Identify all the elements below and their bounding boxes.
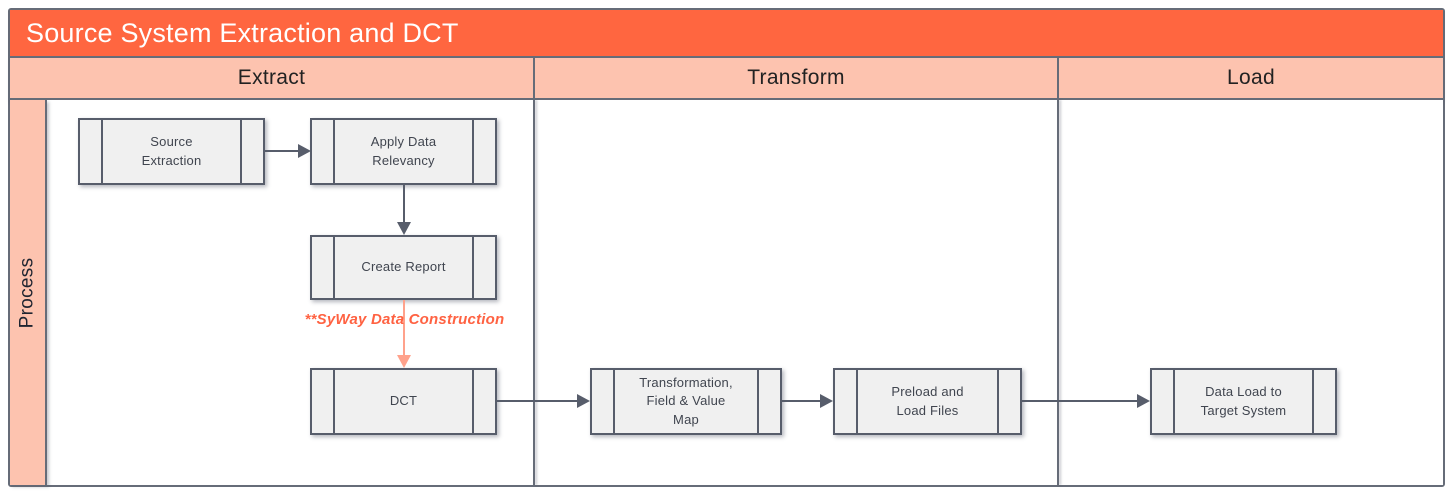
- lane-header-load: Load: [1059, 58, 1443, 98]
- arrowhead-down-icon: [397, 222, 411, 235]
- node-source-extraction-label: Source Extraction: [141, 134, 202, 168]
- predefined-process-bar: [472, 120, 474, 183]
- node-apply-data-relevancy-label: Apply Data Relevancy: [370, 134, 437, 168]
- predefined-process-bar: [1312, 370, 1314, 433]
- node-transformation-field-value-map: Transformation, Field & Value Map: [590, 368, 782, 435]
- predefined-process-bar: [240, 120, 242, 183]
- diagram-title: Source System Extraction and DCT: [26, 17, 459, 48]
- predefined-process-bar: [1173, 370, 1175, 433]
- predefined-process-bar: [333, 237, 335, 298]
- node-preload-and-load-files: Preload and Load Files: [833, 368, 1022, 435]
- predefined-process-bar: [856, 370, 858, 433]
- diagram-body: Process Source Extraction Apply Data Rel…: [10, 100, 1443, 485]
- arrow-dct-to-transformation: [497, 400, 579, 402]
- arrow-apply-data-relevancy-to-create-report: [403, 185, 405, 224]
- predefined-process-bar: [333, 370, 335, 433]
- swimlane-diagram: Source System Extraction and DCT Extract…: [8, 8, 1445, 487]
- lane-header-extract: Extract: [10, 58, 535, 98]
- lane-header-transform-label: Transform: [747, 66, 845, 89]
- lane-divider-extract-transform: [533, 100, 535, 485]
- arrow-transformation-to-preload: [782, 400, 822, 402]
- node-source-extraction: Source Extraction: [78, 118, 265, 185]
- node-apply-data-relevancy: Apply Data Relevancy: [310, 118, 497, 185]
- predefined-process-bar: [101, 120, 103, 183]
- arrowhead-right-icon: [1137, 394, 1150, 408]
- predefined-process-bar: [472, 370, 474, 433]
- process-row-label: Process: [16, 257, 38, 328]
- lane-header-transform: Transform: [535, 58, 1059, 98]
- arrowhead-right-icon: [577, 394, 590, 408]
- node-preload-and-load-files-label: Preload and Load Files: [891, 384, 964, 418]
- arrowhead-right-icon: [820, 394, 833, 408]
- arrow-source-extraction-to-apply-data-relevancy: [265, 150, 301, 152]
- lane-header-extract-label: Extract: [237, 66, 306, 89]
- arrow-create-report-to-dct: [403, 300, 405, 356]
- lane-header-load-label: Load: [1227, 66, 1275, 89]
- node-data-load-to-target-system-label: Data Load to Target System: [1200, 384, 1287, 418]
- predefined-process-bar: [333, 120, 335, 183]
- node-dct-label: DCT: [389, 393, 418, 409]
- arrowhead-down-salmon-icon: [397, 355, 411, 368]
- process-row-header: Process: [10, 100, 47, 485]
- syway-annotation: **SyWay Data Construction: [304, 311, 505, 328]
- diagram-title-bar: Source System Extraction and DCT: [10, 10, 1443, 58]
- predefined-process-bar: [613, 370, 615, 433]
- arrowhead-right-icon: [298, 144, 311, 158]
- predefined-process-bar: [757, 370, 759, 433]
- arrow-preload-to-data-load: [1022, 400, 1139, 402]
- predefined-process-bar: [997, 370, 999, 433]
- node-data-load-to-target-system: Data Load to Target System: [1150, 368, 1337, 435]
- node-create-report: Create Report: [310, 235, 497, 300]
- lane-divider-transform-load: [1057, 100, 1059, 485]
- predefined-process-bar: [472, 237, 474, 298]
- node-transformation-field-value-map-label: Transformation, Field & Value Map: [639, 375, 733, 427]
- node-create-report-label: Create Report: [361, 259, 446, 275]
- lane-header-row: Extract Transform Load: [10, 58, 1443, 100]
- node-dct: DCT: [310, 368, 497, 435]
